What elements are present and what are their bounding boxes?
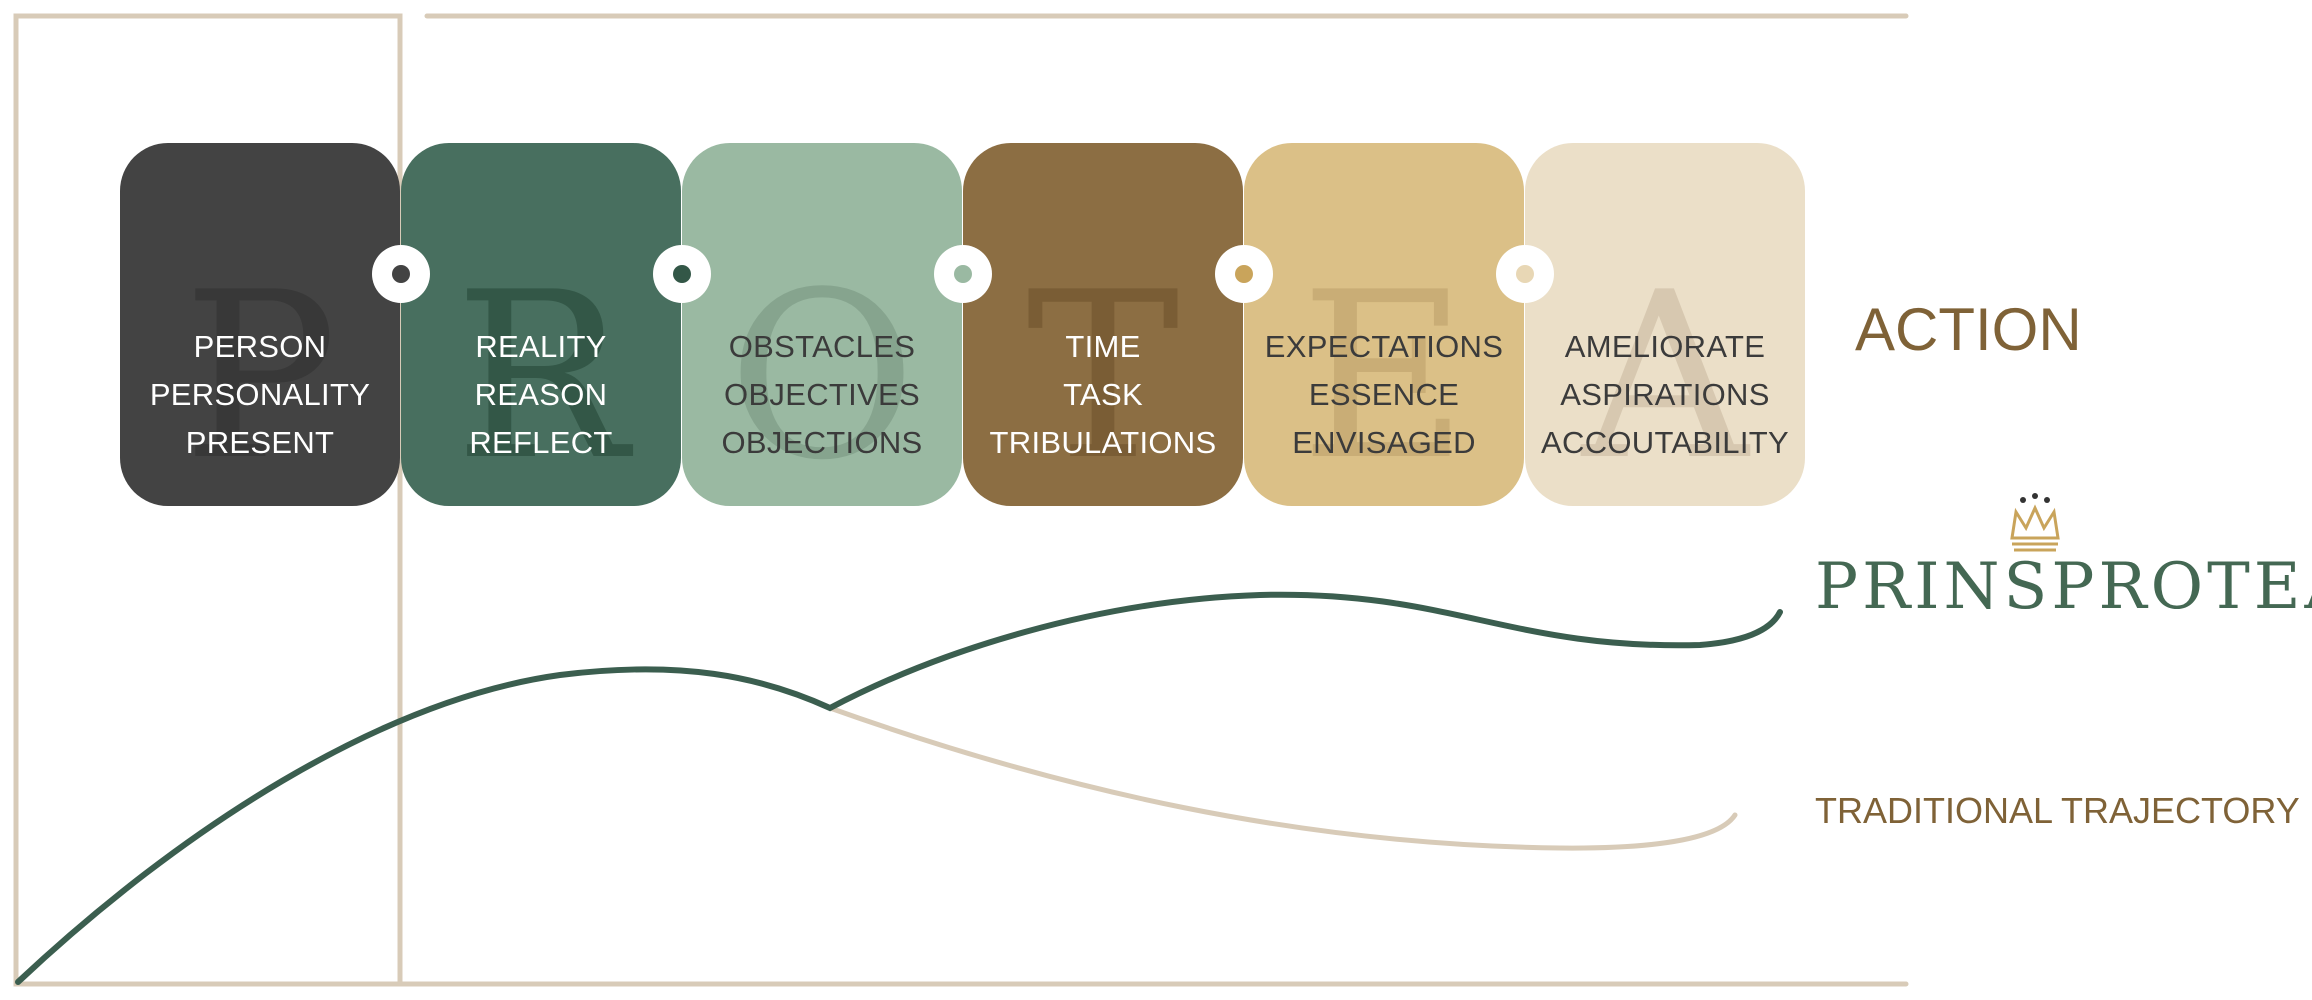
card-t: T TIME TASK TRIBULATIONS [963,143,1243,506]
card-letter: A [1581,244,1749,506]
connector-dot [1235,265,1253,283]
card-line: AMELIORATE [1564,329,1766,364]
card-line: PERSON [193,329,327,364]
card-line: EXPECTATIONS [1264,329,1504,364]
traditional-trajectory-label: TRADITIONAL TRAJECTORY [1815,790,2300,831]
card-text: AMELIORATE ASPIRATIONS ACCOUTABILITY [1525,323,1805,467]
card-letter: E [1300,244,1468,506]
card-text: TIME TASK TRIBULATIONS [963,323,1243,467]
card-o: O OBSTACLES OBJECTIVES OBJECTIONS [682,143,962,506]
card-letter: P [182,244,338,506]
connector-dot [673,265,691,283]
card-line: ASPIRATIONS [1560,377,1770,412]
card-line: OBJECTIVES [724,377,920,412]
card-text: PERSON PERSONALITY PRESENT [120,323,400,467]
crown-icon [2010,493,2060,552]
card-text: REALITY REASON REFLECT [401,323,681,467]
prinsprotea-logo: PRINSPROTEA [1815,490,2312,640]
card-line: ENVISAGED [1292,425,1476,460]
card-line: REASON [474,377,608,412]
card-text: EXPECTATIONS ESSENCE ENVISAGED [1244,323,1524,467]
card-line: TRIBULATIONS [989,425,1217,460]
connector-node [1496,245,1554,303]
connector-node [372,245,430,303]
card-line: TIME [1065,329,1141,364]
card-line: TASK [1063,377,1143,412]
action-trajectory-curve [15,591,1783,985]
card-a: A AMELIORATE ASPIRATIONS ACCOUTABILITY [1525,143,1805,506]
logo-wordmark: PRINSPROTEA [1815,550,2312,624]
card-e: E EXPECTATIONS ESSENCE ENVISAGED [1244,143,1524,506]
card-text: OBSTACLES OBJECTIVES OBJECTIONS [682,323,962,467]
traditional-trajectory-curve [827,705,1738,851]
card-line: ACCOUTABILITY [1541,425,1789,460]
card-p: P PERSON PERSONALITY PRESENT [120,143,400,506]
card-line: REALITY [475,329,607,364]
card-letter: R [454,244,628,506]
connector-node [1215,245,1273,303]
card-r: R REALITY REASON REFLECT [401,143,681,506]
card-letter: O [727,244,917,506]
connector-dot [1516,265,1534,283]
card-line: PRESENT [185,425,335,460]
connector-node [653,245,711,303]
card-letter: T [1026,244,1180,506]
connector-dot [392,265,410,283]
action-label: ACTION [1855,296,2082,363]
connector-dot [954,265,972,283]
card-line: OBSTACLES [728,329,916,364]
card-line: PERSONALITY [149,377,371,412]
connector-node [934,245,992,303]
card-line: OBJECTIONS [721,425,923,460]
card-line: ESSENCE [1308,377,1460,412]
card-line: REFLECT [469,425,613,460]
